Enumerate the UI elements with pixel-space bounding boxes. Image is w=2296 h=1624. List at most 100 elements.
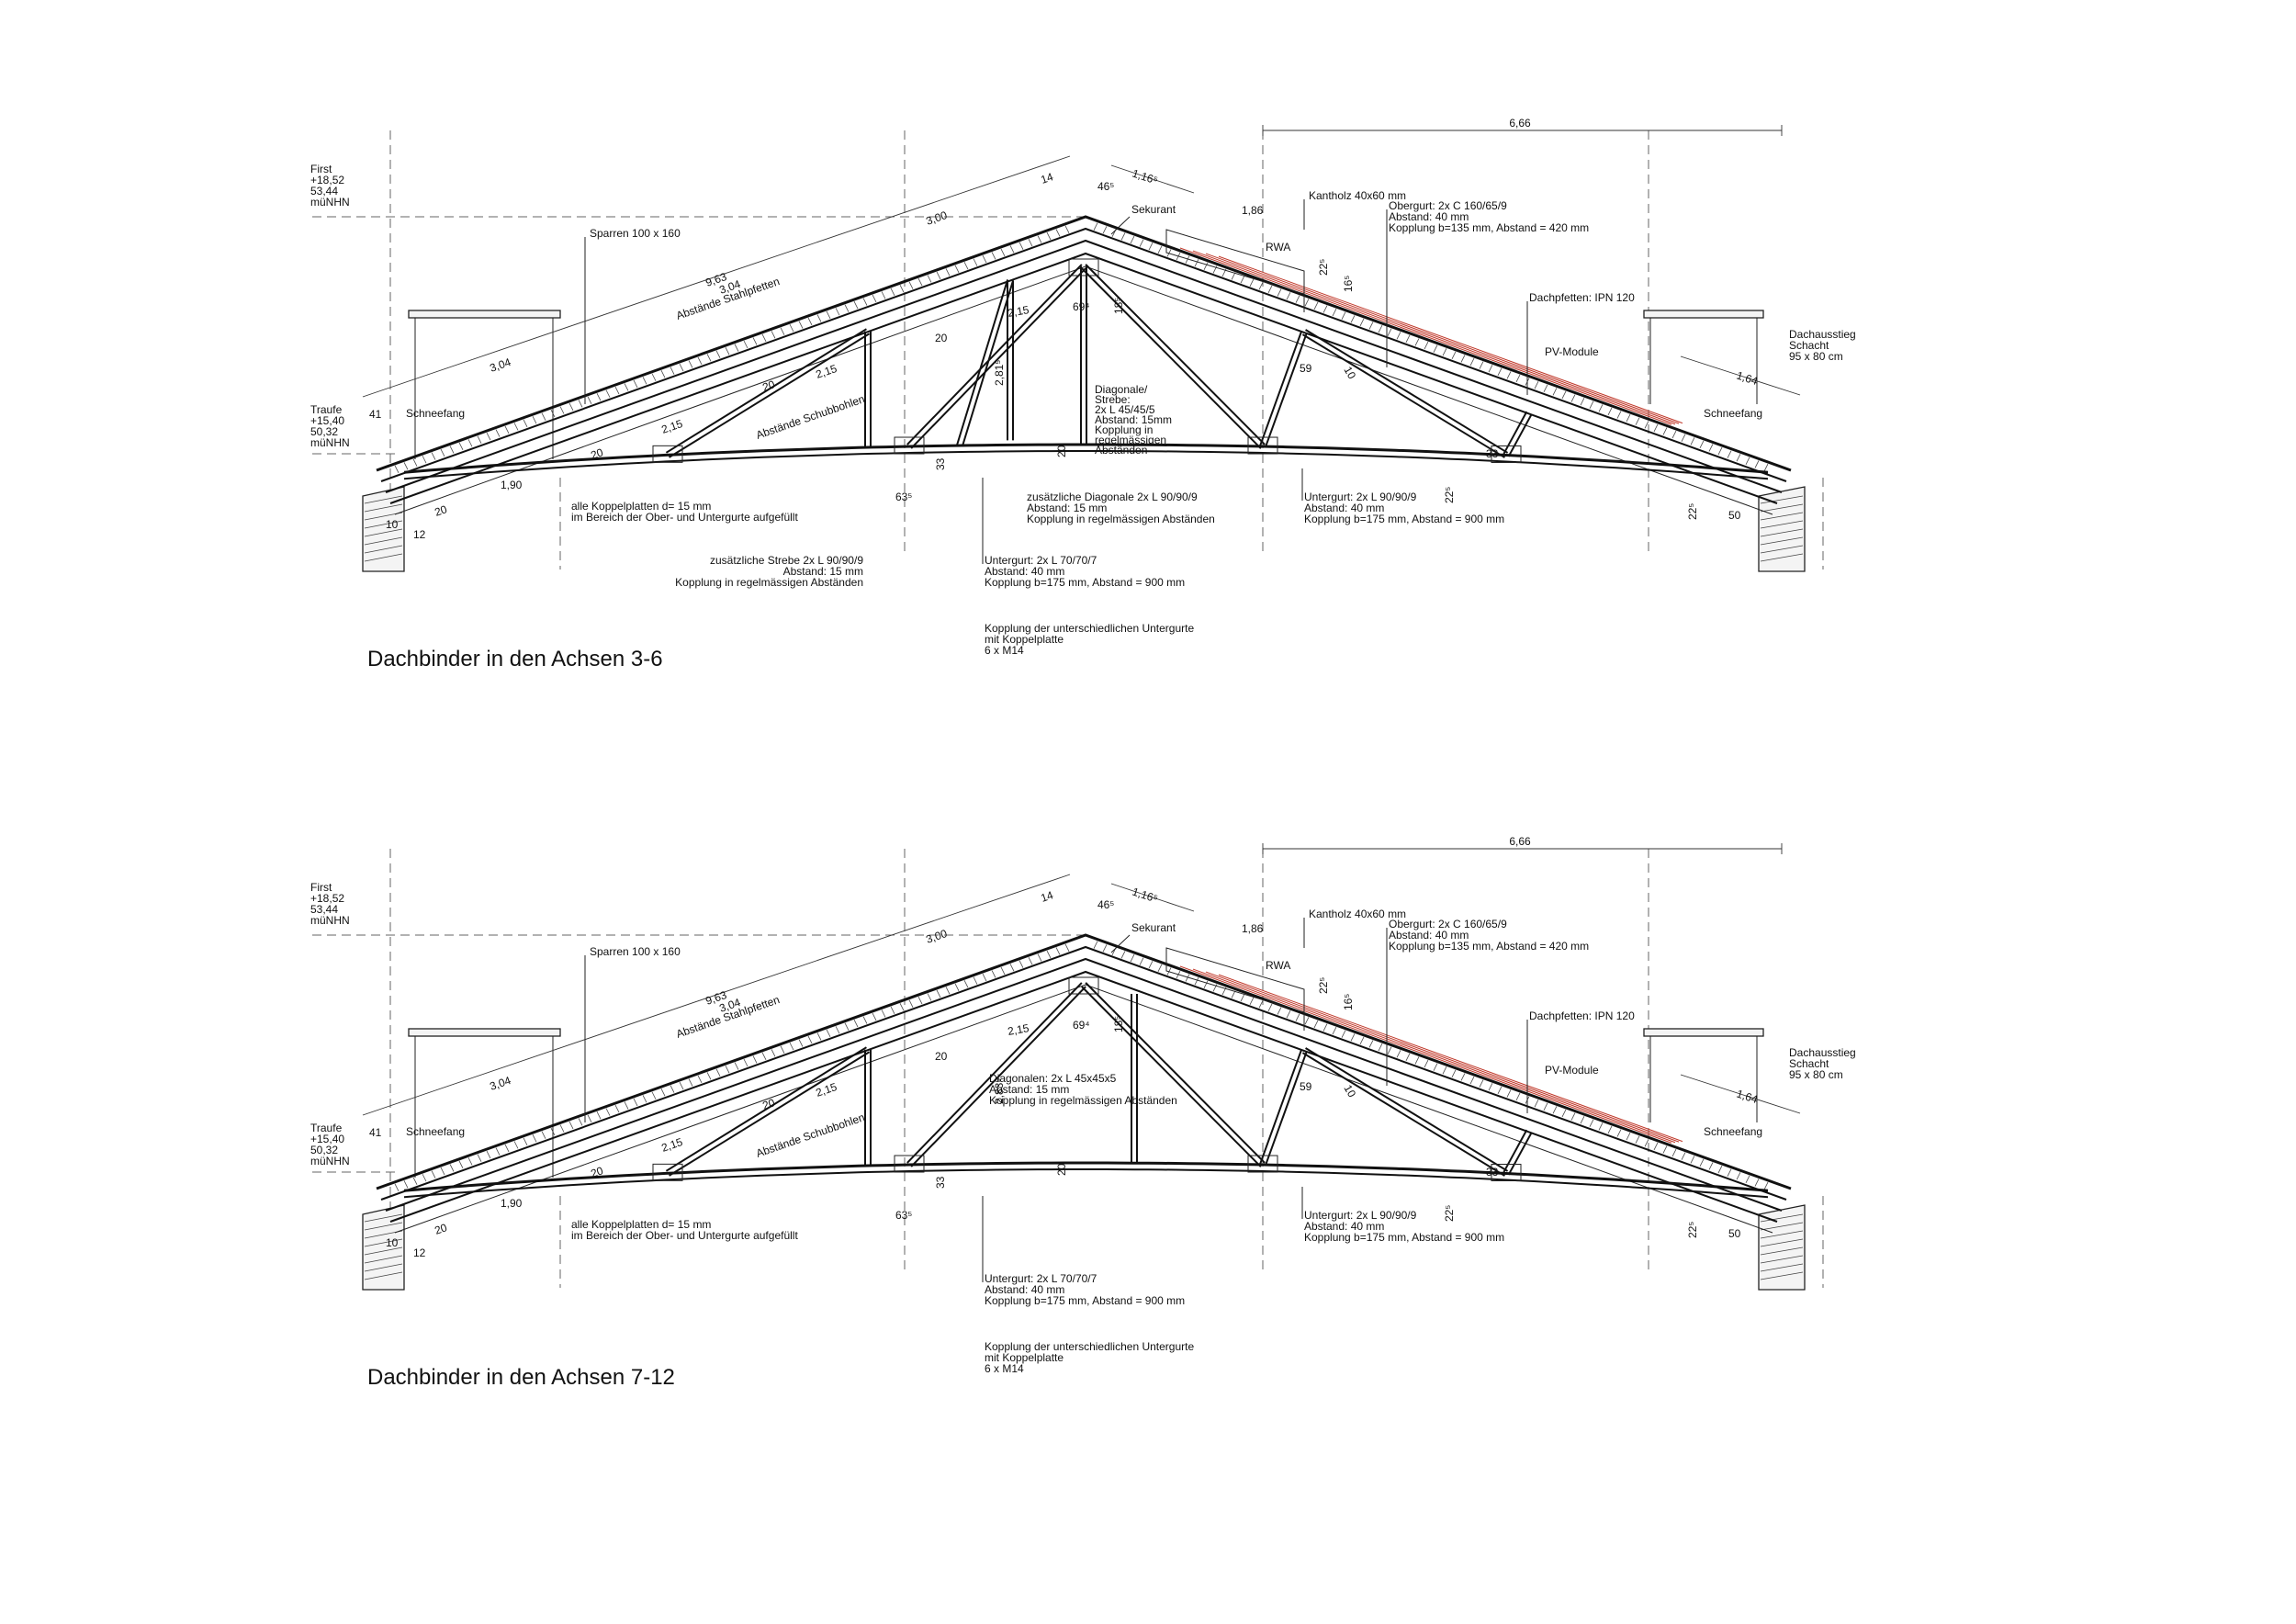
roof-hatch: [1506, 371, 1512, 379]
roof-hatch: [1460, 1073, 1466, 1081]
roof-hatch: [1469, 1076, 1475, 1085]
dimension-value: 1,90: [501, 479, 523, 491]
roof-hatch: [1102, 226, 1108, 234]
roof-hatch: [1598, 404, 1604, 412]
roof-hatch: [899, 1003, 905, 1011]
roof-hatch: [1580, 397, 1585, 406]
roof-hatch: [853, 300, 859, 310]
roof-hatch: [954, 983, 960, 991]
roof-hatch: [982, 973, 987, 982]
web-member: [1507, 1132, 1533, 1176]
parapet-left: [408, 1028, 561, 1037]
roof-hatch: [697, 1075, 703, 1084]
dimension-value: 20: [935, 332, 948, 344]
dimension-line: [362, 874, 1071, 1116]
roof-hatch-label: Schacht: [1789, 339, 1829, 352]
roof-hatch: [523, 419, 528, 427]
roof-hatch: [1442, 348, 1447, 356]
roof-hatch: [715, 1068, 721, 1077]
first-level-label: +18,52: [310, 892, 344, 905]
roof-hatch: [1433, 344, 1438, 353]
wall-hatch: [1760, 512, 1804, 521]
roof-hatch: [743, 340, 748, 349]
dimension-value: 63⁵: [895, 1209, 912, 1222]
roof-hatch: [1616, 411, 1622, 419]
dimension-value: 22⁵: [1317, 977, 1330, 994]
roof-hatch: [1368, 1040, 1374, 1048]
roof-hatch: [449, 1164, 455, 1172]
roof-hatch: [1607, 1125, 1613, 1134]
wall-hatch: [364, 528, 403, 537]
dimension-value: 12: [413, 1246, 426, 1259]
roof-hatch: [1736, 454, 1741, 462]
wall-hatch: [1760, 1271, 1804, 1280]
roof-hatch: [688, 1078, 693, 1087]
web-member: [669, 1051, 871, 1177]
wall-hatch: [1760, 528, 1804, 537]
chord-coupling-label: Kopplung der unterschiedlichen Untergurt…: [985, 622, 1194, 635]
dimension-value: 3,00: [924, 209, 949, 228]
roof-hatch: [1662, 427, 1668, 435]
roof-hatch: [1497, 367, 1503, 376]
roof-hatch: [1102, 944, 1108, 953]
roof-hatch: [881, 291, 886, 299]
roof-hatch: [1064, 225, 1070, 234]
roof-hatch: [688, 360, 693, 368]
bottom-chord-label: Untergurt: 2x L 70/70/7: [985, 1272, 1097, 1285]
gusset-plate: [1491, 1163, 1522, 1181]
roof-hatch: [532, 416, 537, 424]
roof-hatch: [1754, 1179, 1760, 1187]
dimension-value: 22⁵: [1443, 1205, 1456, 1222]
timber-label: Kantholz 40x60 mm: [1309, 908, 1406, 920]
web-member: [1259, 1049, 1303, 1165]
dimension-value: 20: [935, 1050, 948, 1063]
dimension-value: 2,15: [1007, 1021, 1030, 1038]
smoke-vent-label: RWA: [1266, 241, 1290, 254]
dimension-value: 22⁵: [1686, 503, 1699, 520]
roof-hatch: [394, 1183, 400, 1192]
roof-hatch: [1479, 361, 1484, 369]
roof-hatch: [826, 1029, 831, 1037]
roof-hatch: [1607, 407, 1613, 416]
roof-hatch: [706, 354, 712, 362]
roof-hatch: [752, 1055, 758, 1064]
drawing-title: Dachbinder in den Achsen 7-12: [367, 1365, 675, 1390]
roof-hatch: [513, 1141, 519, 1149]
roof-hatch: [1469, 357, 1475, 367]
roof-hatch: [1405, 334, 1411, 344]
roof-hatch: [1626, 413, 1631, 423]
roof-hatch: [1185, 974, 1190, 982]
roof-hatch: [1671, 1148, 1677, 1157]
dimension-value: 46⁵: [1097, 180, 1114, 193]
wall-hatch: [1760, 520, 1804, 529]
dimension-value: 33: [934, 1176, 947, 1189]
roof-hatch: [1626, 1132, 1631, 1141]
dimension-value: 10: [386, 1236, 399, 1249]
dimension-value: 10: [1341, 1083, 1358, 1100]
web-member: [956, 279, 1009, 445]
roof-hatch: [1552, 1106, 1558, 1114]
web-member: [1305, 1047, 1509, 1172]
roof-hatch: [1699, 1158, 1705, 1167]
roof-hatch: [513, 423, 519, 431]
dimension-value: 2,15: [1007, 303, 1030, 320]
roof-hatch: [633, 379, 638, 389]
wall-hatch: [364, 1238, 403, 1247]
roof-hatch: [1120, 232, 1126, 241]
chord-coupling-label: Kopplung der unterschiedlichen Untergurt…: [985, 1340, 1194, 1353]
bottom-chord-label: Untergurt: 2x L 90/90/9: [1304, 491, 1417, 503]
roof-hatch: [1598, 1122, 1604, 1131]
drawing-title: Dachbinder in den Achsen 3-6: [367, 647, 663, 671]
roof-hatch-label: 95 x 80 cm: [1789, 1068, 1843, 1081]
dimension-value: 10: [386, 518, 399, 531]
snow-guard-label: Schneefang: [1704, 1125, 1762, 1138]
roof-hatch: [798, 1039, 804, 1047]
roof-hatch: [927, 275, 932, 283]
roof-hatch: [789, 1042, 794, 1051]
dimension-value: 16⁵: [1342, 994, 1355, 1010]
roof-hatch: [1093, 941, 1098, 949]
rwa-skylight: [1165, 947, 1305, 1013]
roof-hatch: [633, 1098, 638, 1107]
diagonal-label: Strebe:: [1095, 393, 1131, 406]
